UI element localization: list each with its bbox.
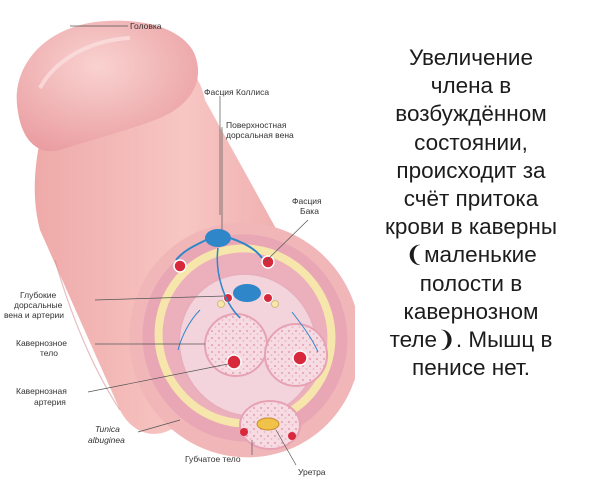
glans-shape [16,20,199,152]
label-cavernous-artery-1: Кавернозная [16,386,67,396]
caption-line: происходит за [396,157,546,183]
label-deep-dorsal-3: вена и артерии [4,310,64,320]
label-glans: Головка [130,21,162,31]
caption-line: члена в [430,73,512,99]
cross-section [129,222,355,458]
label-tunica-1: Tunica [95,424,120,434]
caption-line: полости в [419,270,523,296]
caption-line: теле❩. Мышц в [389,327,553,353]
caption-line: состоянии, [414,129,528,155]
labels: Головка Фасция Коллиса Поверхностная дор… [4,21,326,477]
label-spongy-body: Губчатое тело [185,454,241,464]
anatomy-figure: Головка Фасция Коллиса Поверхностная дор… [4,20,355,477]
label-buck-fascia-1: Фасция [292,196,322,206]
leader-lines [70,25,309,466]
caption-line: кавернозном [403,298,539,324]
label-cavernous-body-1: Кавернозное [16,338,67,348]
label-deep-dorsal-2: дорсальные [14,300,63,310]
caption-line: ❨маленькие [405,242,537,268]
caption-line: возбуждённом [395,101,547,127]
label-colles-fascia: Фасция Коллиса [204,87,269,97]
label-superficial-vein-1: Поверхностная [226,120,287,130]
caption-line: счёт притока [403,186,539,212]
caption-line: Увеличение [409,45,533,70]
caption-text: Увеличение члена в возбуждённом состояни… [348,44,594,382]
label-deep-dorsal-1: Глубокие [20,290,56,300]
superficial-vein [173,229,319,353]
label-cavernous-body-2: тело [40,348,58,358]
label-cavernous-artery-2: артерия [34,397,66,407]
label-urethra: Уретра [298,467,326,477]
caption-line: крови в каверны [384,214,558,240]
label-tunica-2: albuginea [88,435,125,445]
label-buck-fascia-2: Бака [300,206,319,216]
label-superficial-vein-2: дорсальная вена [226,130,294,140]
caption-line: пенисе нет. [412,355,530,381]
